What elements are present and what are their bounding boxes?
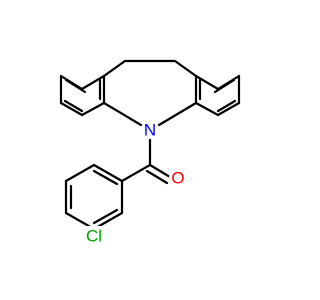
left-ring-double-bond-line xyxy=(64,78,87,94)
left-ring-bond-line xyxy=(59,101,84,117)
chlorine-atom: Cl xyxy=(82,226,106,246)
left-ring-double-bond-line xyxy=(63,99,84,113)
oxygen-label: O xyxy=(171,169,184,188)
chlorine-label: Cl xyxy=(86,227,102,246)
right-ring-bond-line xyxy=(216,101,241,117)
molecule-structure: N O Cl xyxy=(59,59,241,246)
right-ring-bond-line xyxy=(194,74,220,91)
lower-ring-double-bond-line xyxy=(92,169,119,186)
ethylene-bridge-bond-line xyxy=(102,59,127,78)
left-ring-bond-line xyxy=(80,74,106,91)
carbonyl-double-bond-line xyxy=(145,169,169,185)
nitrogen-label: N xyxy=(144,121,156,140)
carbonyl-aryl-bond-bond-line xyxy=(120,163,152,183)
nitrogen-atom: N xyxy=(141,121,159,140)
left-ring-bond-line xyxy=(80,101,106,117)
ethylene-bridge-bond-line xyxy=(173,59,198,78)
n-bond-bond-line xyxy=(102,101,143,127)
n-bond-bond-line xyxy=(157,101,198,127)
lower-ring-double-bond-line xyxy=(92,208,119,225)
right-ring-double-bond-line xyxy=(213,78,236,94)
bond-layer xyxy=(59,59,241,231)
oxygen-atom: O xyxy=(169,169,187,188)
carbonyl-double-bond-line xyxy=(148,163,172,179)
atom-label-layer: N O Cl xyxy=(82,121,187,246)
lower-ring-bond-line xyxy=(92,163,124,183)
lower-ring-bond-line xyxy=(64,163,96,183)
right-ring-double-bond-line xyxy=(216,99,237,113)
right-ring-bond-line xyxy=(194,101,220,117)
